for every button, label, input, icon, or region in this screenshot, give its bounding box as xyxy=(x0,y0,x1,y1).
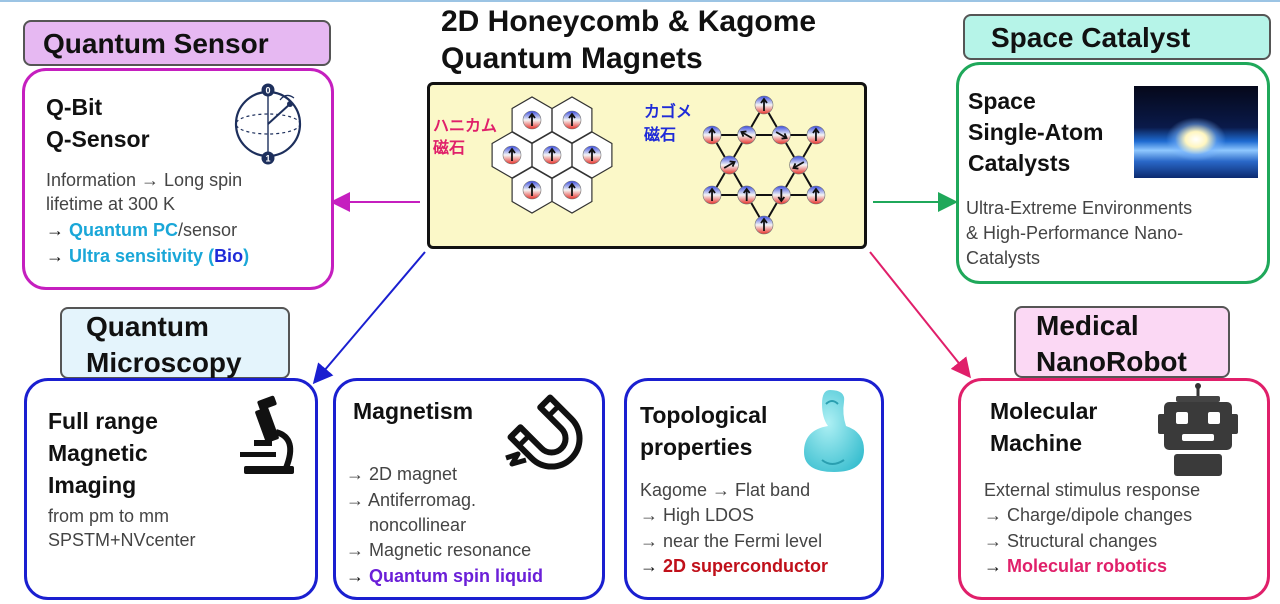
medical-title-2: Machine xyxy=(990,430,1083,456)
center-title-line1: 2D Honeycomb & Kagome xyxy=(441,5,817,38)
qsensor-line2: lifetime at 300 K xyxy=(46,194,176,214)
topological-line4-highlight: 2D superconductor xyxy=(663,556,829,576)
medical-line2: → Charge/dipole changes xyxy=(984,505,1193,525)
topological-line2: → High LDOS xyxy=(640,505,755,525)
qsensor-title-2: Q-Sensor xyxy=(46,126,150,152)
medical-line4: → Molecular robotics xyxy=(984,556,1167,577)
bloch-bottom-label: 1 xyxy=(265,154,270,164)
microscopy-line2: SPSTM+NVcenter xyxy=(48,530,196,550)
magnetism-line3: noncollinear xyxy=(369,515,467,535)
magnetism-line1: → 2D magnet xyxy=(346,464,458,484)
qsensor-line4-highlight: Ultra sensitivity ( xyxy=(69,246,215,266)
microscopy-title-3: Imaging xyxy=(48,472,137,498)
medical-title-1: Molecular xyxy=(990,398,1098,424)
magnetism-line2: → Antiferromag. xyxy=(346,490,477,510)
quantum-microscopy-tab: Quantum Microscopy xyxy=(60,307,290,379)
klein-bottle-icon xyxy=(804,390,864,472)
qsensor-line4-prefix: → xyxy=(46,246,70,266)
microscope-icon xyxy=(240,395,294,474)
medical-tab-line2: NanoRobot xyxy=(1036,346,1187,377)
bloch-sphere-icon: 0 1 xyxy=(234,83,302,165)
microscopy-tab-line1: Quantum xyxy=(86,311,209,342)
qsensor-line4: → Ultra sensitivity (Bio) xyxy=(46,246,249,267)
qsensor-line4-close: ) xyxy=(243,246,250,266)
magnetism-line5: → Quantum spin liquid xyxy=(346,566,543,587)
qsensor-line4-bio: Bio xyxy=(214,246,244,266)
space-title-2: Single-Atom xyxy=(968,119,1104,145)
space-catalyst-tab: Space Catalyst xyxy=(963,14,1271,60)
magnet-icon xyxy=(505,394,583,470)
magnetism-line5-highlight: Quantum spin liquid xyxy=(369,566,544,586)
top-border xyxy=(0,0,1280,2)
qsensor-line1: Information → Long spin xyxy=(46,170,243,190)
space-title-1: Space xyxy=(968,88,1036,114)
qsensor-line3-suffix: /sensor xyxy=(178,220,238,240)
qsensor-title-1: Q-Bit xyxy=(46,94,103,120)
quantum-sensor-box xyxy=(22,68,334,290)
microscopy-title-1: Full range xyxy=(48,408,158,434)
microscopy-title-2: Magnetic xyxy=(48,440,148,466)
magnetism-title: Magnetism xyxy=(353,398,474,424)
medical-line4-highlight: Molecular robotics xyxy=(1007,556,1168,576)
space-line3: Catalysts xyxy=(966,248,1041,268)
medical-line3: → Structural changes xyxy=(984,531,1158,551)
topological-line3: → near the Fermi level xyxy=(640,531,823,551)
bloch-top-label: 0 xyxy=(265,86,270,96)
earth-sunrise-image xyxy=(1134,86,1258,178)
robot-icon xyxy=(1158,383,1238,476)
honeycomb-label-1: ハニカム xyxy=(433,118,498,135)
center-title-line2: Quantum Magnets xyxy=(441,42,703,75)
magnetism-line5-prefix: → xyxy=(346,566,370,586)
space-title-3: Catalysts xyxy=(968,150,1071,176)
topological-line1: Kagome → Flat band xyxy=(640,480,811,500)
qsensor-line3-highlight: Quantum PC xyxy=(69,220,179,240)
kagome-label-1: カゴメ xyxy=(644,104,693,121)
topological-line4-prefix: → xyxy=(640,556,664,576)
medical-nanorobot-tab: Medical NanoRobot xyxy=(1014,306,1230,378)
topological-title-1: Topological xyxy=(640,402,768,428)
microscopy-line1: from pm to mm xyxy=(48,506,170,526)
topological-title-2: properties xyxy=(640,434,753,460)
magnetism-box xyxy=(333,378,605,600)
qsensor-line3: → Quantum PC/sensor xyxy=(46,220,237,241)
qsensor-line3-prefix: → xyxy=(46,220,70,240)
topological-line4: → 2D superconductor xyxy=(640,556,828,577)
magnetism-line4: → Magnetic resonance xyxy=(346,540,532,560)
microscopy-tab-line2: Microscopy xyxy=(86,347,242,378)
space-line2: & High-Performance Nano- xyxy=(966,223,1184,243)
medical-line4-prefix: → xyxy=(984,556,1008,576)
quantum-microscopy-box xyxy=(24,378,318,600)
space-line1: Ultra-Extreme Environments xyxy=(966,198,1193,218)
honeycomb-label-2: 磁石 xyxy=(433,140,466,157)
kagome-label-2: 磁石 xyxy=(644,127,677,144)
medical-line1: External stimulus response xyxy=(984,480,1201,500)
quantum-sensor-tab: Quantum Sensor xyxy=(23,20,331,66)
medical-tab-line1: Medical xyxy=(1036,310,1139,341)
